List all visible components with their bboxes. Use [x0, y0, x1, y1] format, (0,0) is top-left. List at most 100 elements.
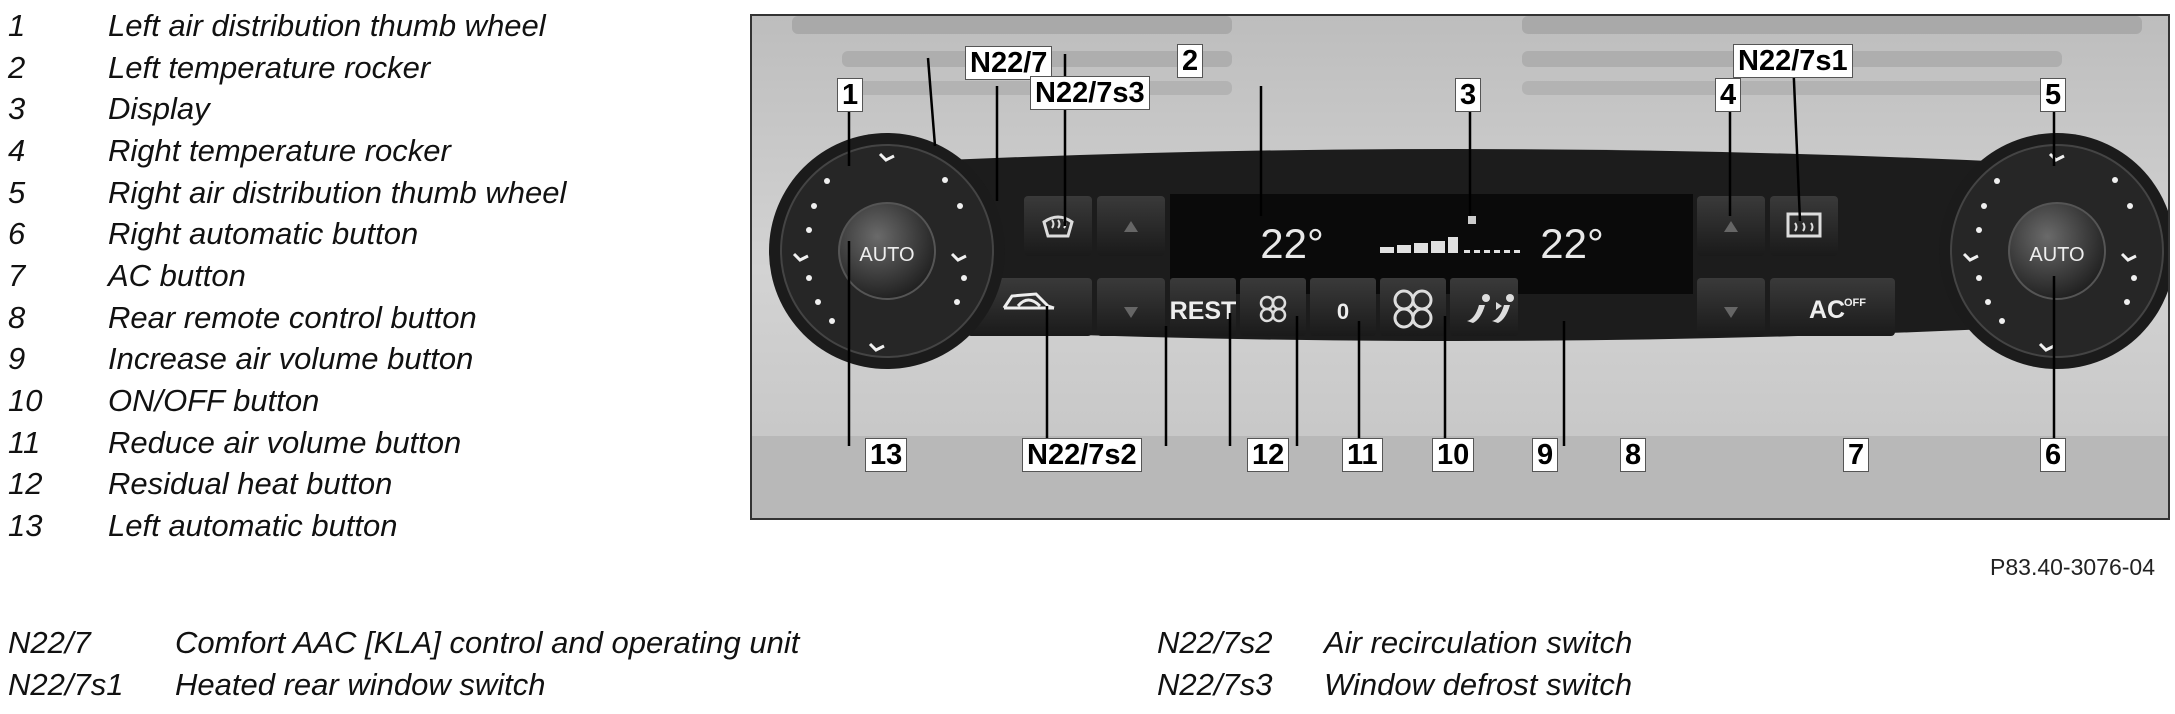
- legend-number: 8: [8, 299, 26, 335]
- callout-n22-7s2: N22/7s2: [1022, 438, 1142, 472]
- right-up-arrow-icon: [1724, 221, 1738, 232]
- legend-item: 4 Right temperature rocker: [8, 130, 566, 172]
- right-air-icons: [1962, 152, 2137, 352]
- legend-number: 11: [8, 424, 41, 460]
- callout-6: 6: [2040, 438, 2067, 472]
- legend-number: 3: [8, 91, 26, 127]
- callout-4: 4: [1715, 78, 1742, 112]
- legend-text: Left temperature rocker: [108, 49, 431, 85]
- left-temp-display: 22°: [1260, 220, 1324, 267]
- ac-button-shape: [1770, 278, 1895, 336]
- legend-item: 12 Residual heat button: [8, 464, 566, 506]
- legend-item: 6 Right automatic button: [8, 213, 566, 255]
- legend-text: Left automatic button: [108, 508, 398, 544]
- callout-10: 10: [1432, 438, 1475, 472]
- callout-n22-7s3: N22/7s3: [1030, 76, 1150, 110]
- fan-small-icon: [1259, 295, 1287, 323]
- display-indicator: [1468, 216, 1476, 224]
- legend-text: Display: [108, 91, 210, 127]
- right-down-arrow-icon: [1724, 307, 1738, 318]
- left-knob-dots: [806, 177, 967, 324]
- legend-item: 2 Left temperature rocker: [8, 47, 566, 89]
- rest-label: REST: [1170, 297, 1237, 325]
- legend-text: Increase air volume button: [108, 341, 474, 377]
- callout-3: 3: [1455, 78, 1482, 112]
- abbreviation-text: Comfort AAC [KLA] control and operating …: [175, 625, 800, 660]
- callout-9: 9: [1532, 438, 1559, 472]
- legend-number: 4: [8, 132, 26, 168]
- leader-lines: [847, 54, 2056, 446]
- legend-text: Left air distribution thumb wheel: [108, 7, 546, 43]
- ac-label: AC: [1809, 296, 1845, 324]
- abbreviation-key: N22/7s2: [1157, 625, 1273, 660]
- legend-number: 6: [8, 216, 26, 252]
- legend-number: 2: [8, 49, 26, 85]
- legend-text: Reduce air volume button: [108, 424, 462, 460]
- callout-11: 11: [1342, 438, 1383, 472]
- legend-text: Rear remote control button: [108, 299, 477, 335]
- callout-2: 2: [1177, 44, 1204, 78]
- legend-text: ON/OFF button: [108, 383, 320, 419]
- right-auto-label: AUTO: [2029, 244, 2084, 266]
- callout-5: 5: [2040, 78, 2067, 112]
- right-knob-dots: [1976, 177, 2137, 324]
- rear-window-heat-icon: [1786, 212, 1822, 238]
- callout-8: 8: [1620, 438, 1647, 472]
- legend-text: Residual heat button: [108, 466, 393, 502]
- legend-number: 10: [8, 383, 43, 419]
- ac-off-label: OFF: [1844, 297, 1866, 309]
- left-auto-label: AUTO: [859, 244, 914, 266]
- defrost-icon: [1042, 215, 1074, 238]
- recirculation-icon: [1002, 292, 1055, 310]
- callout-n22-7: N22/7: [965, 46, 1053, 80]
- callout-13: 13: [865, 438, 908, 472]
- rear-passenger-icon: [1467, 294, 1514, 323]
- callout-n22-7s1: N22/7s1: [1733, 44, 1853, 78]
- legend-item: 1 Left air distribution thumb wheel: [8, 5, 566, 47]
- abbreviation-text: Heated rear window switch: [175, 667, 546, 702]
- abbreviation-item: N22/7 Comfort AAC [KLA] control and oper…: [8, 623, 799, 663]
- legend-item: 8 Rear remote control button: [8, 297, 566, 339]
- callout-12: 12: [1247, 438, 1290, 472]
- legend-item: 7 AC button: [8, 255, 566, 297]
- legend-text: Right automatic button: [108, 216, 419, 252]
- rest-button-shape: [1170, 278, 1236, 336]
- abbreviation-text: Air recirculation switch: [1324, 625, 1633, 660]
- right-temp-display: 22°: [1540, 220, 1604, 267]
- legend-number: 1: [8, 7, 26, 43]
- abbreviation-item: N22/7s2 Air recirculation switch: [1157, 623, 1632, 663]
- left-air-icons: [792, 152, 967, 352]
- legend-item: 9 Increase air volume button: [8, 339, 566, 381]
- legend-item: 5 Right air distribution thumb wheel: [8, 172, 566, 214]
- abbreviation-key: N22/7s3: [1157, 667, 1273, 702]
- left-knob: AUTO: [769, 133, 1005, 369]
- left-up-arrow-icon: [1124, 221, 1138, 232]
- callout-1: 1: [837, 78, 864, 112]
- blower-level-bars: [1380, 237, 1520, 253]
- legend-text: AC button: [108, 257, 246, 293]
- fan-up-button-shape: [1380, 278, 1446, 336]
- left-down-arrow-icon: [1124, 307, 1138, 318]
- fan-large-icon: [1393, 289, 1433, 329]
- control-panel-figure: 22° 22° REST 0 AC OFF AUTO: [750, 14, 2170, 520]
- legend-item: 13 Left automatic button: [8, 505, 566, 547]
- abbreviation-item: N22/7s1 Heated rear window switch: [8, 665, 545, 705]
- abbreviation-text: Window defrost switch: [1324, 667, 1633, 702]
- legend-item: 11 Reduce air volume button: [8, 422, 566, 464]
- abbreviation-item: N22/7s3 Window defrost switch: [1157, 665, 1632, 705]
- legend-number: 9: [8, 341, 26, 377]
- legend-number: 13: [8, 508, 43, 544]
- legend-text: Right air distribution thumb wheel: [108, 174, 567, 210]
- figure-code: P83.40-3076-04: [1990, 554, 2155, 580]
- legend-text: Right temperature rocker: [108, 132, 451, 168]
- legend-item: 10 ON/OFF button: [8, 380, 566, 422]
- legend-number: 5: [8, 174, 26, 210]
- abbreviation-key: N22/7: [8, 625, 91, 660]
- legend-number: 12: [8, 466, 43, 502]
- legend-number: 7: [8, 257, 26, 293]
- defrost-button-shape: [1024, 196, 1092, 256]
- abbreviation-key: N22/7s1: [8, 667, 124, 702]
- legend-item: 3 Display: [8, 88, 566, 130]
- callout-7: 7: [1843, 438, 1870, 472]
